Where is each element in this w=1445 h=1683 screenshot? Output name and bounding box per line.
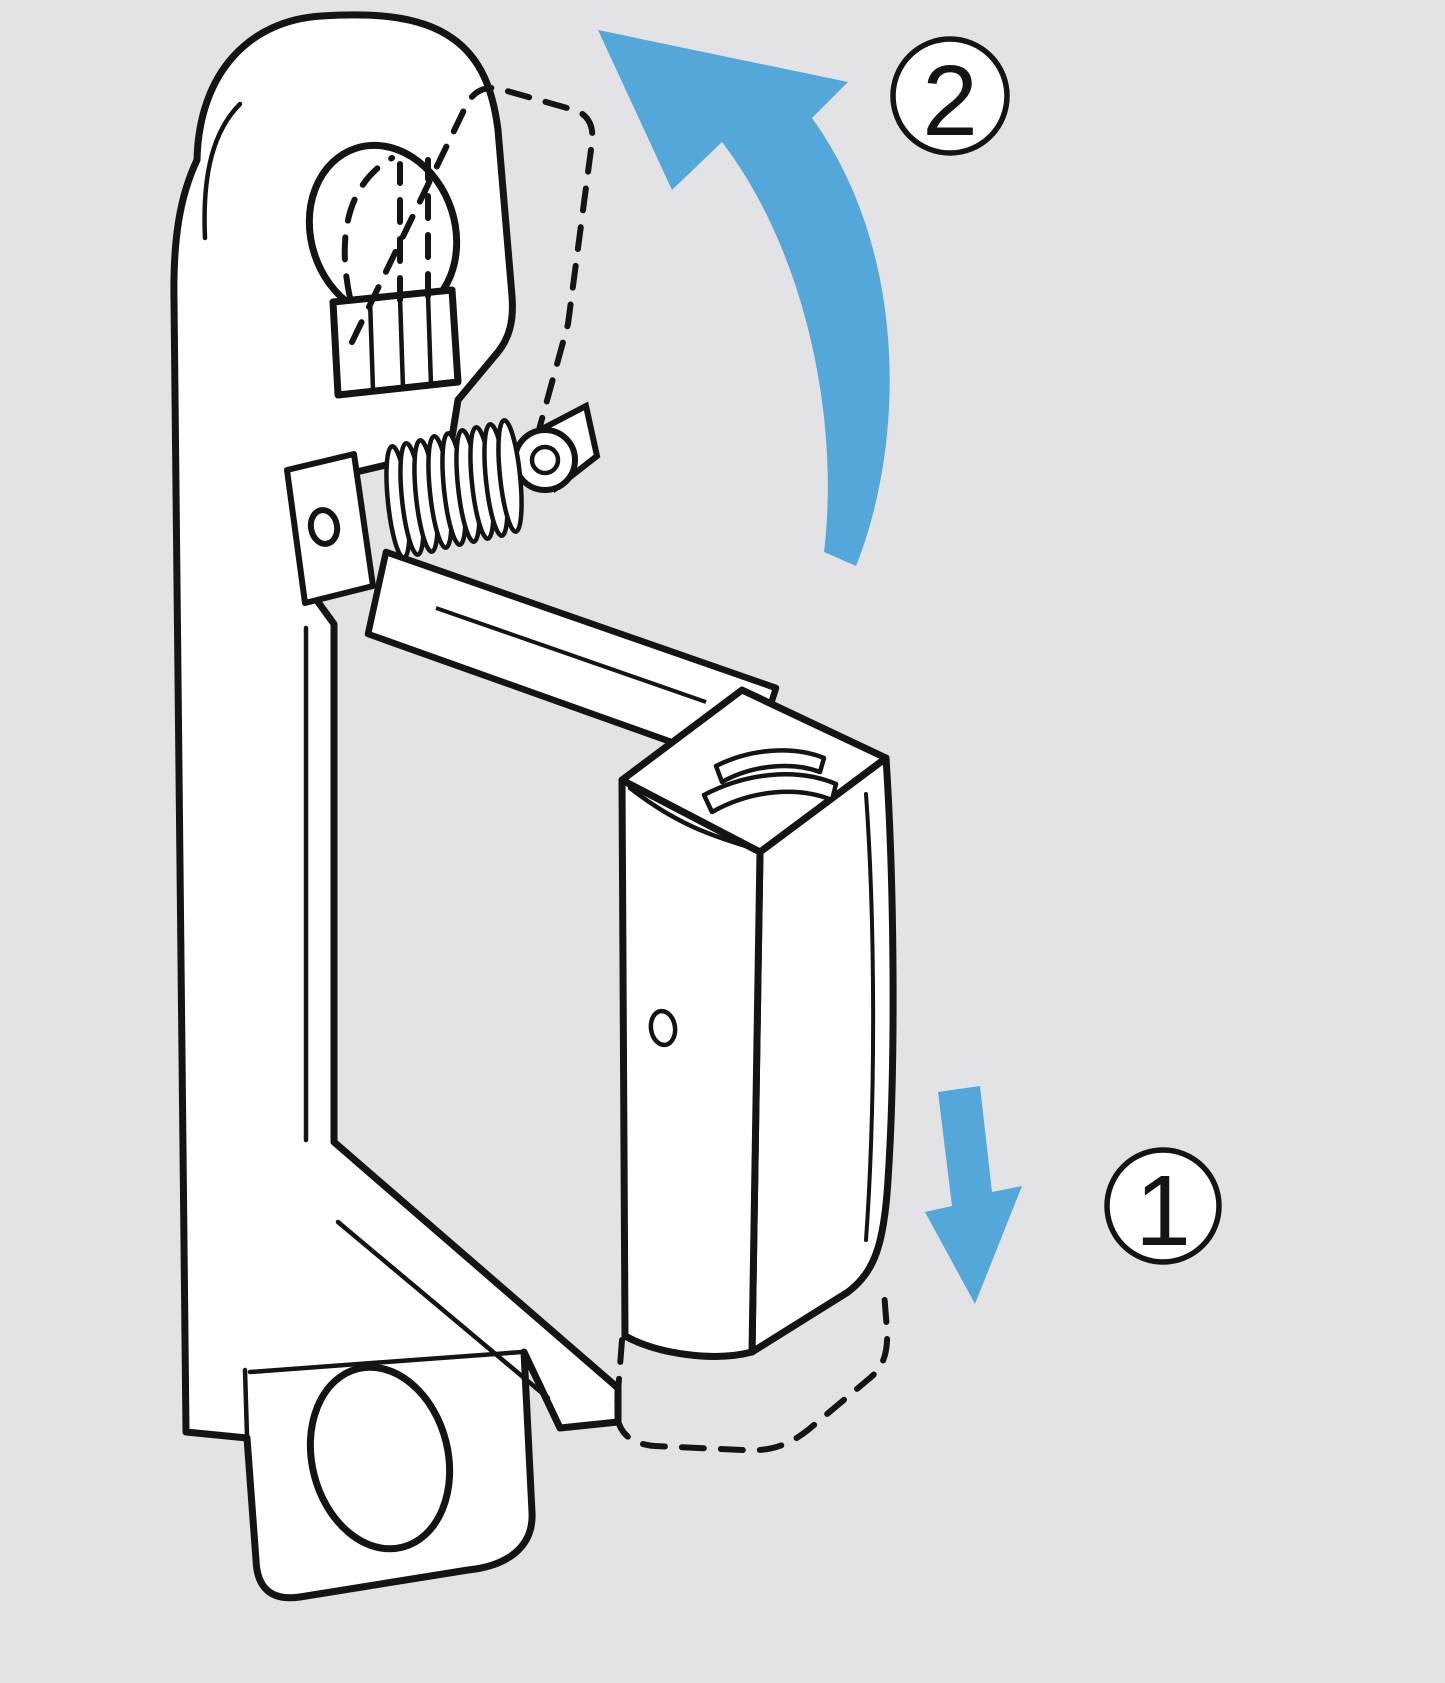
step1-badge: 1 (1104, 1147, 1222, 1267)
hinge-pin-hole (307, 507, 341, 547)
latch-body-details (202, 101, 551, 1439)
gate-grip-slot (701, 772, 839, 815)
spring-drum-core (529, 444, 561, 476)
latch-body (170, 11, 622, 1602)
torsion-spring (384, 401, 601, 560)
gate-down-dashed-outline (613, 1289, 891, 1454)
lever-raised-dashed-outline (341, 85, 596, 451)
step2-badge: 2 (890, 36, 1010, 157)
gate-details (627, 748, 876, 1242)
step1-number: 1 (1135, 1155, 1191, 1267)
lever-ridge-line (435, 606, 707, 704)
gate-pin-hole (648, 1008, 678, 1048)
gate-front-face (618, 776, 764, 1360)
step2-number: 2 (922, 45, 978, 157)
step1-down-arrow-icon (925, 1086, 1022, 1304)
gate-top-scoop-line (627, 785, 755, 851)
gate-grip-slot (713, 748, 827, 785)
step2-badge-circle (890, 36, 1010, 156)
gate-right-contour (864, 792, 876, 1242)
hinge-tab (284, 451, 376, 606)
gate-right-face (748, 754, 897, 1356)
latch-body-outline (170, 11, 622, 1602)
foot-hole (306, 1363, 454, 1553)
step1-badge-circle (1104, 1147, 1222, 1265)
step2-rotate-arrow-icon (598, 30, 890, 566)
gate (618, 686, 897, 1360)
